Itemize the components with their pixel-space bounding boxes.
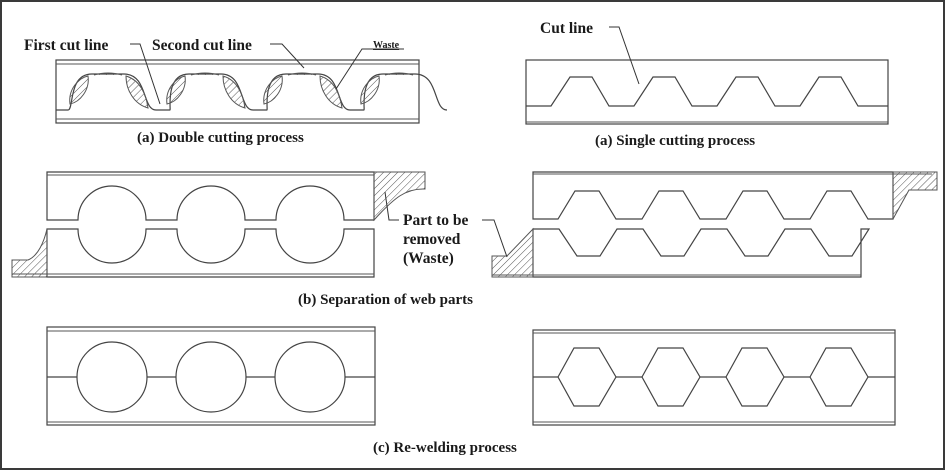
waste-part-leader-right xyxy=(482,219,508,258)
beam-outline xyxy=(525,59,889,125)
circular-opening xyxy=(175,341,247,413)
separated-hexagonal-web-panel xyxy=(491,171,938,278)
second-cut-leader xyxy=(270,43,305,69)
waste-cap xyxy=(384,72,414,76)
waste-chunk-bottom xyxy=(491,227,534,278)
single-cutting-panel xyxy=(525,59,889,125)
beam-outline xyxy=(55,59,420,124)
rewelded-hexagonal-beam xyxy=(532,329,896,426)
circular-opening xyxy=(274,341,346,413)
top-web-half xyxy=(46,171,375,221)
bottom-web-half xyxy=(46,228,375,278)
waste-part-label-line3: (Waste) xyxy=(403,250,454,267)
waste-lens-left xyxy=(69,75,89,105)
beam-outline xyxy=(46,326,376,426)
waste-part-label-line1: Part to be xyxy=(403,212,469,229)
cut-line-wave xyxy=(56,73,448,111)
waste-label: Waste xyxy=(373,40,400,51)
bottom-web-half xyxy=(532,228,871,278)
hexagonal-opening xyxy=(809,347,869,407)
caption-rewelding: (c) Re-welding process xyxy=(373,440,517,456)
caption-single-cutting: (a) Single cutting process xyxy=(595,133,755,149)
rewelded-circular-beam xyxy=(46,326,376,426)
hexagonal-opening xyxy=(725,347,785,407)
waste-chunk-bottom xyxy=(11,228,48,278)
waste-leader xyxy=(335,48,404,90)
double-cutting-panel xyxy=(55,59,448,124)
first-cut-leader xyxy=(130,43,161,105)
caption-double-cutting: (a) Double cutting process xyxy=(137,130,304,146)
waste-chunk-top xyxy=(892,171,938,220)
waste-cap xyxy=(93,72,123,76)
waste-lens-right xyxy=(125,75,149,109)
cut-line-label: Cut line xyxy=(540,20,593,37)
caption-separation: (b) Separation of web parts xyxy=(298,292,473,308)
separated-circular-web-panel xyxy=(11,171,426,278)
zigzag-cut-line xyxy=(526,76,888,107)
top-web-half xyxy=(532,171,894,220)
waste-lens-right xyxy=(222,75,246,109)
hexagonal-opening xyxy=(557,347,617,407)
waste-chunk-top xyxy=(373,171,426,222)
hexagonal-opening xyxy=(641,347,701,407)
waste-lens-left xyxy=(360,75,380,105)
cut-line-leader xyxy=(609,26,640,85)
second-cut-line-label: Second cut line xyxy=(152,37,252,54)
waste-cap xyxy=(287,72,317,76)
waste-lens-right xyxy=(319,75,343,109)
waste-lens-left xyxy=(263,75,283,105)
first-cut-line-label: First cut line xyxy=(24,37,108,54)
waste-part-leader xyxy=(384,191,399,221)
double-cut-curves xyxy=(56,72,448,111)
waste-cap xyxy=(190,72,220,76)
circular-opening xyxy=(76,341,148,413)
waste-lens-left xyxy=(166,75,186,105)
waste-part-label-line2: removed xyxy=(403,231,461,248)
